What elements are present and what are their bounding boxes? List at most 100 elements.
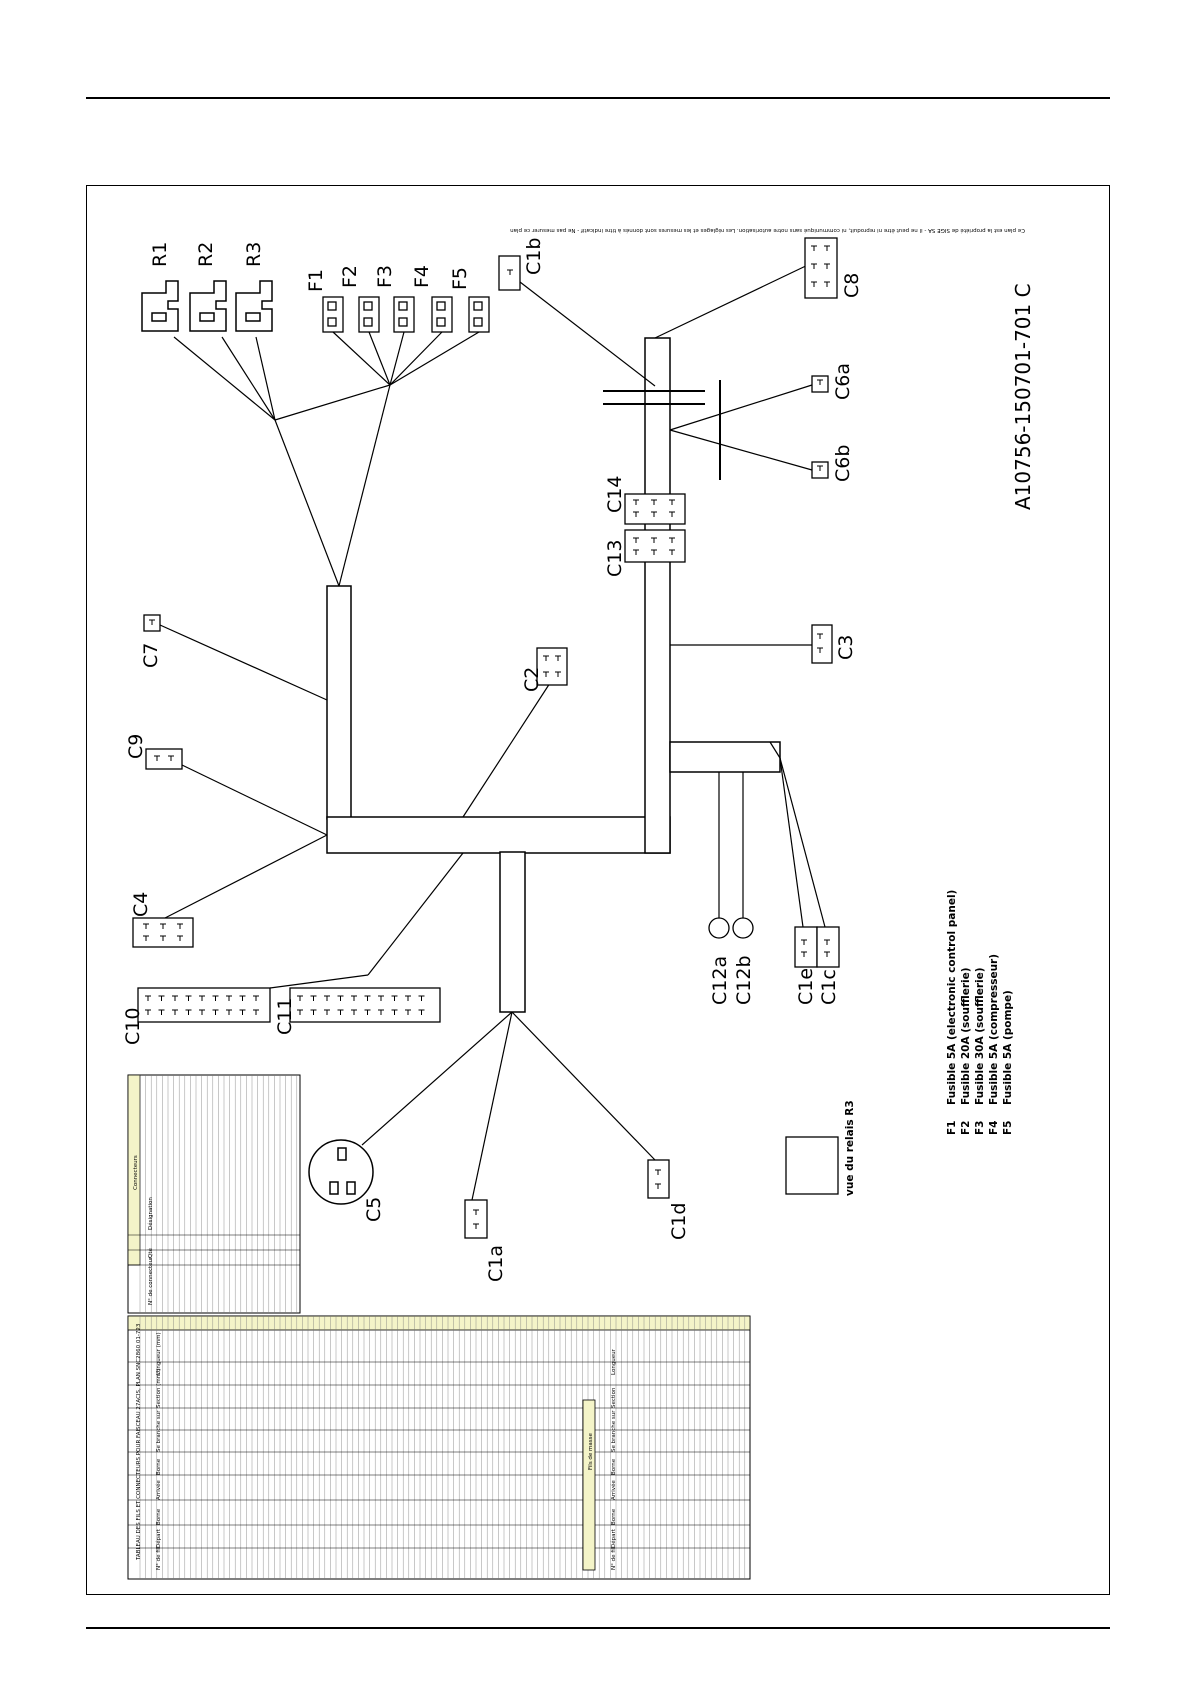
- connector-c1e: [794, 926, 818, 968]
- label-c9: C9: [125, 734, 147, 759]
- label-c6a: C6a: [832, 363, 854, 400]
- wire-table-header: Départ: [155, 1528, 162, 1548]
- label-f1: F1: [305, 269, 327, 292]
- label-c2: C2: [521, 667, 543, 692]
- connector-c13: [624, 529, 686, 563]
- top-note: Ce plan est la propriété de SIGE SA - il…: [510, 227, 1025, 234]
- label-c4: C4: [130, 892, 152, 917]
- ring-c12b: [732, 917, 754, 939]
- ground-table-header: Borne: [611, 1458, 617, 1475]
- relay-r3: [235, 280, 273, 332]
- label-c7: C7: [140, 643, 162, 668]
- label-c1e: C1e: [795, 968, 817, 1005]
- connector-table-title: Connecteurs: [133, 1155, 139, 1190]
- connector-table-header: Qté: [147, 1248, 154, 1258]
- connector-c1a: [464, 1199, 488, 1239]
- footer-rule: [86, 1627, 1110, 1629]
- wire-table-header: Longueur (mm): [156, 1332, 162, 1375]
- legend-f3-id: F3: [974, 1121, 986, 1135]
- relays: [141, 280, 273, 332]
- wire-table-header: Borne: [156, 1508, 162, 1525]
- connector-c8: [804, 237, 838, 299]
- ground-table-header: Longueur: [611, 1348, 617, 1375]
- header-rule: [86, 97, 1110, 99]
- label-c1c: C1c: [818, 969, 840, 1005]
- ground-table-header: Borne: [611, 1508, 617, 1525]
- relay-view-label: vue du relais R3: [844, 1100, 856, 1196]
- label-f5: F5: [449, 267, 471, 290]
- fuse-f3: [393, 296, 415, 333]
- legend-f2-text: Fusible 20A (soufflerie): [960, 967, 972, 1105]
- connector-c2: [536, 647, 568, 686]
- fuse-f5: [468, 296, 490, 333]
- label-c3: C3: [835, 635, 857, 660]
- legend-f2-id: F2: [960, 1121, 972, 1135]
- fuse-holders: [322, 296, 490, 333]
- ring-c12a: [708, 917, 730, 939]
- fuse-f1: [322, 296, 344, 333]
- wires: [159, 262, 826, 1201]
- wire-table: TABLEAU DES FILS ET CONNECTEURS POUR FAI…: [127, 1315, 751, 1580]
- label-r3: R3: [243, 242, 265, 267]
- relay-view-box: [785, 1136, 839, 1195]
- wire-table-header: Arrivée: [155, 1480, 162, 1500]
- legend-f1-text: Fusible 5A (electronic control panel): [946, 890, 958, 1105]
- connector-c14: [624, 493, 686, 525]
- legend-f4-text: Fusible 5A (compresseur): [988, 954, 1000, 1105]
- label-c5: C5: [363, 1197, 385, 1222]
- connector-c9: [145, 748, 183, 770]
- label-c11: C11: [274, 998, 296, 1035]
- legend-f5-text: Fusible 5A (pompe): [1002, 990, 1014, 1105]
- ground-table-header: Départ: [610, 1528, 617, 1548]
- label-c6b: C6b: [832, 445, 854, 482]
- ground-table-header: Arrivée: [610, 1480, 617, 1500]
- label-c14: C14: [604, 476, 626, 513]
- label-f3: F3: [374, 265, 396, 288]
- label-f4: F4: [411, 265, 433, 288]
- drawing-frame: [86, 185, 1110, 1595]
- harness-trunks: [326, 337, 781, 1013]
- ground-table-header: N° de fil: [611, 1547, 617, 1570]
- ring-terminals: [708, 917, 754, 939]
- connector-c4: [132, 917, 194, 948]
- label-r1: R1: [149, 242, 171, 267]
- relay-r1: [141, 280, 179, 332]
- wire-table-header: Se branche sur: [156, 1410, 162, 1452]
- wire-table-header: Section (mm²): [155, 1369, 162, 1408]
- label-c10: C10: [122, 1008, 144, 1045]
- connector-c3: [811, 624, 833, 664]
- label-c1b: C1b: [523, 238, 545, 275]
- drawing-reference: A10756-150701-701 C: [1011, 283, 1035, 510]
- label-c13: C13: [604, 540, 626, 577]
- label-c12b: C12b: [733, 955, 755, 1005]
- ground-table-header: Se branche sur: [611, 1410, 617, 1452]
- legend-f4-id: F4: [988, 1121, 1000, 1135]
- fuse-f4: [431, 296, 453, 333]
- wire-table-header: Borne: [156, 1458, 162, 1475]
- wire-table-header: N° de fil: [156, 1547, 162, 1570]
- ground-table-header: Section: [611, 1387, 617, 1408]
- connector-c11: [289, 987, 441, 1023]
- legend-f5-id: F5: [1002, 1121, 1014, 1135]
- ground-table-title: Fils de masse: [588, 1432, 594, 1470]
- fuse-f2: [358, 296, 380, 333]
- fuse-legend: F1 Fusible 5A (electronic control panel)…: [946, 890, 1014, 1135]
- wire-table-title: TABLEAU DES FILS ET CONNECTEURS POUR FAI…: [136, 1323, 142, 1561]
- label-c1d: C1d: [668, 1203, 690, 1240]
- label-f2: F2: [339, 265, 361, 288]
- connector-c1d: [647, 1159, 670, 1199]
- label-r2: R2: [195, 242, 217, 267]
- connector-c10: [137, 987, 271, 1023]
- legend-f3-text: Fusible 30A (soufflerie): [974, 967, 986, 1105]
- connector-table-header: Désignation: [147, 1197, 154, 1230]
- connector-table-header: N° de connecteur: [148, 1256, 154, 1305]
- label-c8: C8: [841, 273, 863, 298]
- label-c12a: C12a: [709, 956, 731, 1005]
- relay-r2: [189, 280, 227, 332]
- connector-c1c: [816, 926, 840, 968]
- label-c1a: C1a: [485, 1245, 507, 1282]
- connector-c5: [308, 1139, 374, 1205]
- cable-clamps: [603, 380, 721, 480]
